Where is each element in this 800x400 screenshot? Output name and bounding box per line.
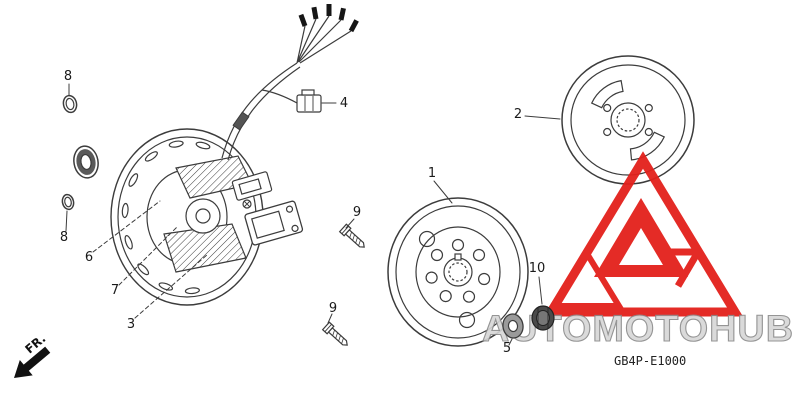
callout-7: 7	[111, 283, 119, 298]
wire-harness	[221, 4, 359, 161]
flange-nut	[531, 305, 555, 331]
harness-terminals	[296, 4, 359, 64]
callout-9-lower: 9	[329, 301, 337, 316]
wire-connector	[296, 89, 322, 113]
o-ring-upper	[62, 94, 78, 114]
callout-9-upper: 9	[353, 205, 361, 220]
pickup-coil-unit	[231, 171, 304, 246]
bolt-9-lower	[321, 321, 348, 346]
watermark-logo	[543, 151, 743, 317]
logo-angle-mark	[660, 248, 702, 288]
callout-8-bottom: 8	[60, 230, 68, 245]
callout-3: 3	[127, 317, 135, 332]
callout-6: 6	[85, 250, 93, 265]
callout-5: 5	[503, 341, 511, 356]
diagram-line-art	[61, 4, 695, 347]
o-ring-lower	[61, 193, 75, 211]
callout-10: 10	[529, 261, 546, 276]
callout-4: 4	[340, 96, 348, 111]
callout-8-top: 8	[64, 69, 72, 84]
leader-lines	[65, 83, 561, 346]
oil-seal	[73, 145, 99, 179]
rotor-cover-cutout-upper	[590, 79, 624, 109]
harness-grommet	[232, 111, 250, 131]
logo-outer-triangle	[543, 151, 743, 317]
watermark-text: AUTOMOTOHUB	[482, 308, 794, 349]
stator-coils	[163, 155, 253, 273]
callout-1: 1	[428, 166, 436, 181]
flywheel-rotor	[387, 197, 529, 347]
callouts: 8 8 6 7 3 4 9 9 1 2 10 5	[60, 69, 545, 356]
rotor-cover-cutout-lower	[629, 131, 666, 161]
logo-small-triangle	[547, 246, 625, 309]
rotor-cover	[561, 55, 695, 185]
washer	[502, 313, 524, 339]
callout-2: 2	[514, 107, 522, 122]
fr-direction-indicator: FR.	[14, 331, 51, 378]
front-small-parts	[502, 305, 555, 339]
bolt-9-upper	[338, 223, 365, 248]
diagram-code: GB4P-E1000	[614, 354, 686, 368]
fr-arrow-icon	[14, 346, 51, 378]
logo-inner-triangle	[594, 198, 688, 277]
